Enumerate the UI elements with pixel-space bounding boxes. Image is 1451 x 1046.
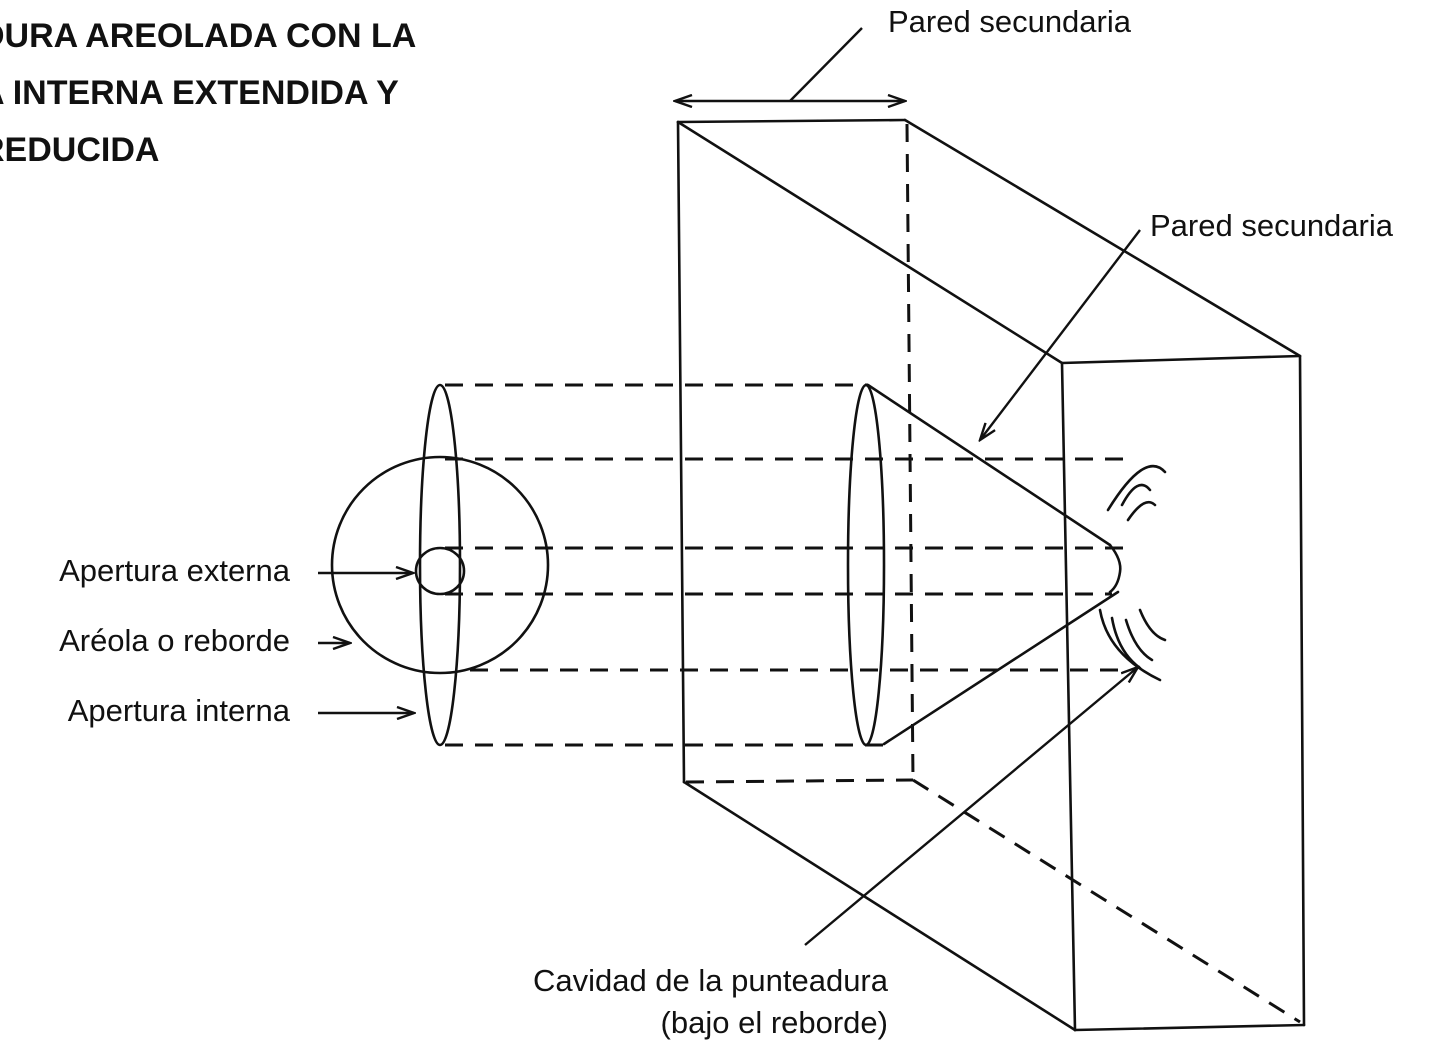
label-apertura-externa: Apertura externa — [59, 553, 290, 588]
wall-top-front-edge — [676, 118, 907, 124]
pit-membrane-striation-1 — [1120, 483, 1152, 507]
label-pared-secundaria-top: Pared secundaria — [888, 4, 1131, 39]
outer-aperture-circle — [414, 546, 466, 596]
leader-cavidad — [804, 667, 1138, 946]
pit-membrane-striation-3 — [1138, 608, 1167, 642]
wall-block — [676, 118, 1306, 1032]
cone-lower-edge — [882, 590, 1120, 746]
label-cavidad-line-2: (bajo el reborde) — [660, 1005, 888, 1040]
leader-pared-top — [789, 27, 863, 102]
wall-face-left-edge — [1060, 361, 1077, 1032]
label-apertura-interna: Apertura interna — [67, 693, 290, 728]
leader-pared-right — [980, 229, 1141, 440]
title-line-3: REDUCIDA — [0, 131, 160, 169]
wall-top-back-diagonal — [903, 118, 1302, 358]
wall-face-right-edge — [1298, 354, 1306, 1027]
cone-upper-edge — [866, 383, 1112, 547]
diagram-title: DURA AREOLADA CON LA A INTERNA EXTENDIDA… — [0, 8, 416, 179]
label-cavidad-line-1: Cavidad de la punteadura — [532, 963, 888, 998]
title-line-2: A INTERNA EXTENDIDA Y — [0, 74, 399, 112]
wall-hidden-diagonal — [912, 778, 1301, 1024]
pit-membrane-rim — [1098, 464, 1167, 682]
pit-membrane-striation-2 — [1126, 500, 1157, 522]
cone-base-lens — [846, 383, 886, 747]
label-pared-secundaria-right: Pared secundaria — [1150, 208, 1393, 243]
wall-hidden-vertical — [905, 123, 915, 781]
cone-tip — [1108, 543, 1122, 594]
wall-face-bottom-edge — [1073, 1023, 1306, 1032]
label-areola-reborde: Aréola o reborde — [59, 623, 290, 658]
wall-face-top-edge — [1060, 354, 1302, 365]
projection-lines — [445, 383, 1130, 747]
wall-hidden-bottom — [685, 778, 914, 784]
wall-top-diagonal-edge — [676, 120, 1064, 365]
inner-aperture-lens — [418, 383, 462, 747]
pit-membrane-striation-4 — [1124, 618, 1154, 662]
wall-bottom-diagonal — [682, 780, 1077, 1032]
areola-circle — [330, 455, 550, 675]
title-line-1: DURA AREOLADA CON LA — [0, 17, 417, 55]
wall-front-left-edge — [676, 120, 686, 784]
pit-cone — [846, 383, 1167, 747]
pit-face-view — [330, 383, 550, 747]
